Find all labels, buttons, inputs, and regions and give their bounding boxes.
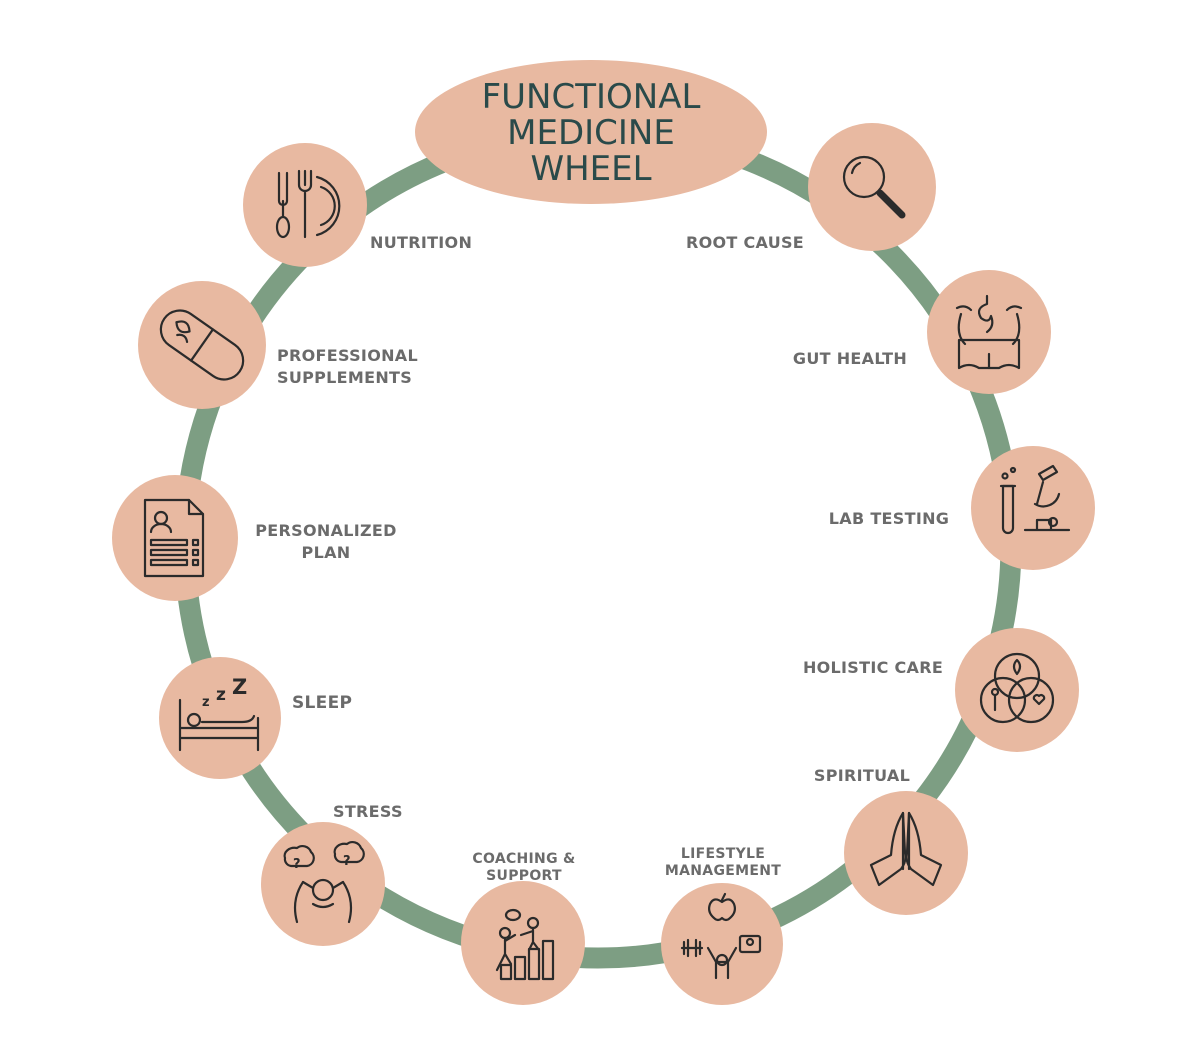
title-ellipse <box>415 60 767 204</box>
svg-text:z: z <box>202 695 210 710</box>
svg-text:Z: Z <box>232 675 247 699</box>
label-gut-health: GUT HEALTH <box>793 349 907 368</box>
lifestyle-icon <box>680 892 762 980</box>
node-lab-testing: LAB TESTING <box>829 446 1095 570</box>
svg-text:?: ? <box>293 857 301 872</box>
title-line-1: FUNCTIONAL <box>482 77 701 117</box>
utensils-plate-icon <box>275 169 341 239</box>
node-lifestyle-management: LIFESTYLE MANAGEMENT <box>661 846 783 1005</box>
label-sleep: SLEEP <box>292 693 352 713</box>
node-gut-health: GUT HEALTH <box>793 270 1051 394</box>
node-sleep: z z Z SLEEP <box>159 657 352 779</box>
magnifier-icon <box>842 155 906 219</box>
node-coaching-support: COACHING & SUPPORT <box>461 851 585 1005</box>
label-professional-supplements-2: SUPPLEMENTS <box>277 368 412 387</box>
label-root-cause: ROOT CAUSE <box>686 233 804 252</box>
capsule-icon <box>159 309 245 381</box>
bed-sleep-icon: z z Z <box>178 675 260 752</box>
label-holistic-care: HOLISTIC CARE <box>803 658 943 677</box>
label-professional-supplements-1: PROFESSIONAL <box>277 346 418 365</box>
node-holistic-care: HOLISTIC CARE <box>803 628 1079 752</box>
label-nutrition: NUTRITION <box>370 233 472 252</box>
title-line-2: MEDICINE <box>507 113 675 153</box>
venn-diagram-icon <box>979 652 1055 724</box>
svg-text:z: z <box>216 685 226 705</box>
title-badge: FUNCTIONAL MEDICINE WHEEL <box>415 60 767 204</box>
climbing-steps-icon <box>495 908 555 981</box>
label-coaching-support-2: SUPPORT <box>486 868 562 884</box>
label-lifestyle-management-2: MANAGEMENT <box>665 863 781 879</box>
label-lifestyle-management-1: LIFESTYLE <box>681 846 765 862</box>
label-coaching-support-1: COACHING & <box>472 851 575 867</box>
node-spiritual: SPIRITUAL <box>814 766 968 915</box>
microscope-icon <box>999 464 1071 535</box>
stressed-person-icon: ? ? <box>283 841 365 924</box>
node-root-cause: ROOT CAUSE <box>686 123 936 252</box>
label-lab-testing: LAB TESTING <box>829 509 949 528</box>
stomach-icon <box>955 294 1023 370</box>
title-line-3: WHEEL <box>530 149 651 189</box>
node-professional-supplements: PROFESSIONAL SUPPLEMENTS <box>138 281 418 409</box>
document-profile-icon <box>143 498 205 578</box>
label-personalized-plan-1: PERSONALIZED <box>255 521 396 540</box>
label-stress: STRESS <box>333 802 403 821</box>
svg-text:?: ? <box>343 854 351 869</box>
label-spiritual: SPIRITUAL <box>814 766 910 785</box>
label-personalized-plan-2: PLAN <box>302 543 351 562</box>
node-stress: ? ? STRESS <box>261 802 403 946</box>
praying-hands-icon <box>869 811 943 887</box>
node-personalized-plan: PERSONALIZED PLAN <box>112 475 396 601</box>
node-nutrition: NUTRITION <box>243 143 472 267</box>
